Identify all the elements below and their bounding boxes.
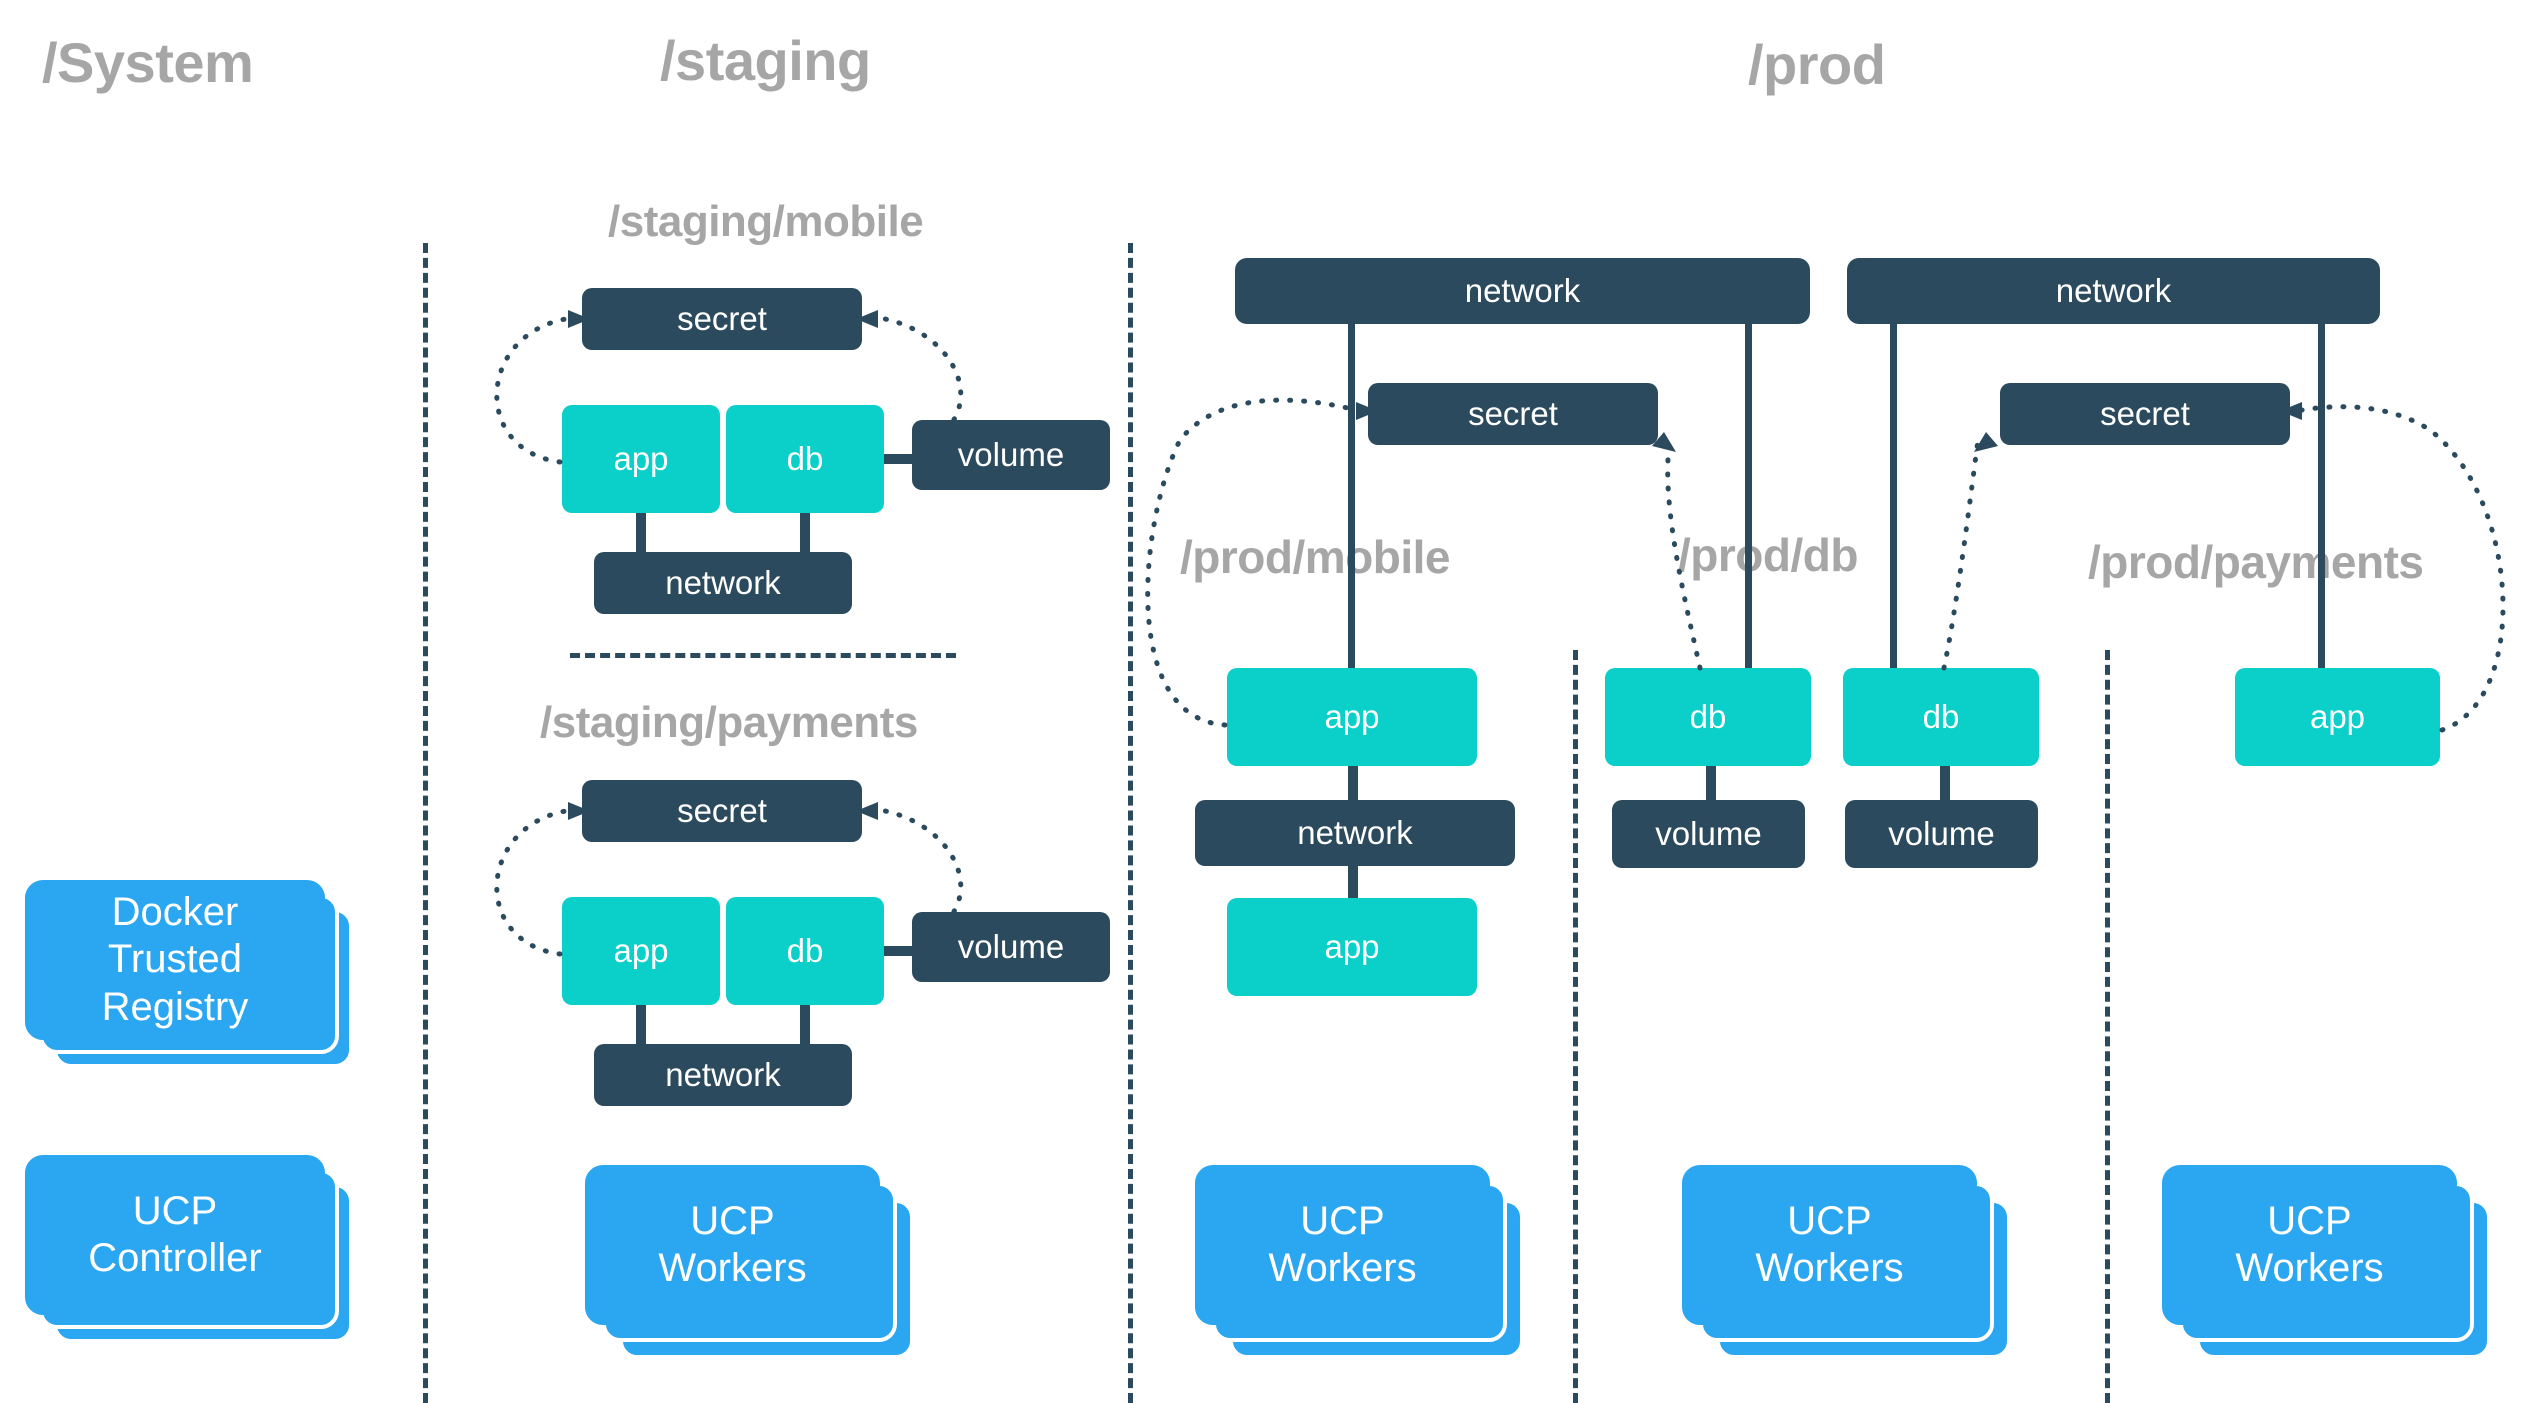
section-title-staging-mobile: /staging/mobile xyxy=(608,197,924,246)
prod-mobile-app-network-link xyxy=(1348,762,1358,802)
staging-mobile-volume[interactable]: volume xyxy=(912,420,1110,490)
ucp-workers-prod-mobile-card-front[interactable]: UCP Workers xyxy=(1195,1165,1490,1325)
ucp-workers-prod-payments-line-1: UCP xyxy=(2267,1198,2352,1243)
staging-mobile-secret[interactable]: secret xyxy=(582,288,862,350)
dtr-label-line-1: Docker xyxy=(111,890,239,935)
column-title-prod: /prod xyxy=(1748,33,1886,96)
prod-mobile-network-app2-link xyxy=(1348,862,1358,902)
ucp-workers-staging-line-1: UCP xyxy=(690,1198,775,1243)
staging-mobile-app[interactable]: app xyxy=(562,405,720,513)
staging-payments-db-network-link xyxy=(800,1002,810,1047)
prod-db-volume-1[interactable]: volume xyxy=(1612,800,1805,868)
staging-payments-app-network-link xyxy=(636,1002,646,1047)
ucp-controller-label-line-2: Controller xyxy=(88,1236,262,1280)
prod-mobile-network-drop xyxy=(1348,322,1355,670)
prod-db-1-volume-link xyxy=(1706,762,1716,804)
prod-db-2-volume-link xyxy=(1940,762,1950,804)
ucp-controller-card-front[interactable]: UCP Controller xyxy=(25,1155,325,1315)
prod-mobile-secret[interactable]: secret xyxy=(1368,383,1658,445)
ucp-workers-prod-mobile-line-2: Workers xyxy=(1268,1246,1417,1290)
ucp-workers-prod-db-line-2: Workers xyxy=(1755,1246,1904,1290)
ucp-workers-staging-line-2: Workers xyxy=(658,1246,807,1290)
section-title-prod-payments: /prod/payments xyxy=(2088,536,2424,588)
divider-system-staging xyxy=(423,243,428,1403)
divider-staging-sections xyxy=(570,653,956,658)
divider-prodmobile-proddb xyxy=(1573,650,1578,1403)
prod-db-left-network-drop xyxy=(1745,322,1752,670)
ucp-workers-prod-mobile-line-1: UCP xyxy=(1300,1198,1385,1243)
ucp-controller-label-line-1: UCP xyxy=(132,1188,218,1233)
prod-db-2-secret-arrowhead xyxy=(1974,432,1998,452)
staging-payments-app-secret-arrow xyxy=(494,807,575,957)
ucp-workers-stack-prod-mobile[interactable]: UCP Workers xyxy=(1195,1165,1535,1365)
column-title-staging: /staging xyxy=(660,29,871,92)
staging-mobile-app-secret-arrow xyxy=(494,315,575,465)
staging-mobile-db-network-link xyxy=(800,510,810,555)
section-title-prod-mobile: /prod/mobile xyxy=(1180,531,1451,583)
staging-payments-network[interactable]: network xyxy=(594,1044,852,1106)
staging-payments-volume[interactable]: volume xyxy=(912,912,1110,982)
dtr-card-front[interactable]: Docker Trusted Registry xyxy=(25,880,325,1040)
ucp-workers-prod-payments-card-front[interactable]: UCP Workers xyxy=(2162,1165,2457,1325)
prod-db-right-network-drop xyxy=(1890,322,1897,670)
prod-db-volume-2[interactable]: volume xyxy=(1845,800,2038,868)
ucp-workers-prod-db-line-1: UCP xyxy=(1787,1198,1872,1243)
ucp-workers-prod-db-card-front[interactable]: UCP Workers xyxy=(1682,1165,1977,1325)
divider-proddb-prodpayments xyxy=(2105,650,2110,1403)
section-title-prod-db: /prod/db xyxy=(1678,529,1858,581)
ucp-workers-stack-prod-payments[interactable]: UCP Workers xyxy=(2162,1165,2502,1365)
staging-payments-db[interactable]: db xyxy=(726,897,884,1005)
prod-payments-network-drop xyxy=(2318,322,2325,670)
staging-payments-db-volume-link xyxy=(880,946,915,956)
prod-mobile-app-1[interactable]: app xyxy=(1227,668,1477,766)
prod-db-2-secret-arrow xyxy=(1941,437,1981,671)
prod-db-1[interactable]: db xyxy=(1605,668,1811,766)
staging-payments-secret[interactable]: secret xyxy=(582,780,862,842)
ucp-workers-stack-prod-db[interactable]: UCP Workers xyxy=(1682,1165,2022,1365)
prod-db-2-uplink xyxy=(1890,620,1897,680)
prod-db-2[interactable]: db xyxy=(1843,668,2039,766)
staging-mobile-db[interactable]: db xyxy=(726,405,884,513)
ucp-workers-stack-staging[interactable]: UCP Workers xyxy=(585,1165,925,1365)
ucp-workers-staging-card-front[interactable]: UCP Workers xyxy=(585,1165,880,1325)
staging-mobile-network[interactable]: network xyxy=(594,552,852,614)
divider-staging-prod xyxy=(1128,243,1133,1403)
docker-trusted-registry-stack[interactable]: Docker Trusted Registry xyxy=(25,880,365,1070)
prod-mobile-network-mid[interactable]: network xyxy=(1195,800,1515,866)
ucp-workers-prod-payments-line-2: Workers xyxy=(2235,1246,2384,1290)
prod-network-right[interactable]: network xyxy=(1847,258,2380,324)
ucp-controller-stack[interactable]: UCP Controller xyxy=(25,1155,365,1345)
prod-payments-secret[interactable]: secret xyxy=(2000,383,2290,445)
dtr-label-line-2: Trusted xyxy=(107,937,243,982)
prod-mobile-app-2[interactable]: app xyxy=(1227,898,1477,996)
prod-network-left[interactable]: network xyxy=(1235,258,1810,324)
staging-mobile-db-volume-link xyxy=(880,454,915,464)
prod-payments-app[interactable]: app xyxy=(2235,668,2440,766)
section-title-staging-payments: /staging/payments xyxy=(540,698,918,747)
staging-payments-app[interactable]: app xyxy=(562,897,720,1005)
staging-mobile-app-network-link xyxy=(636,510,646,555)
prod-db-1-uplink xyxy=(1745,620,1752,680)
column-title-system: /System xyxy=(42,31,254,94)
dtr-label-line-3: Registry xyxy=(101,984,249,1029)
